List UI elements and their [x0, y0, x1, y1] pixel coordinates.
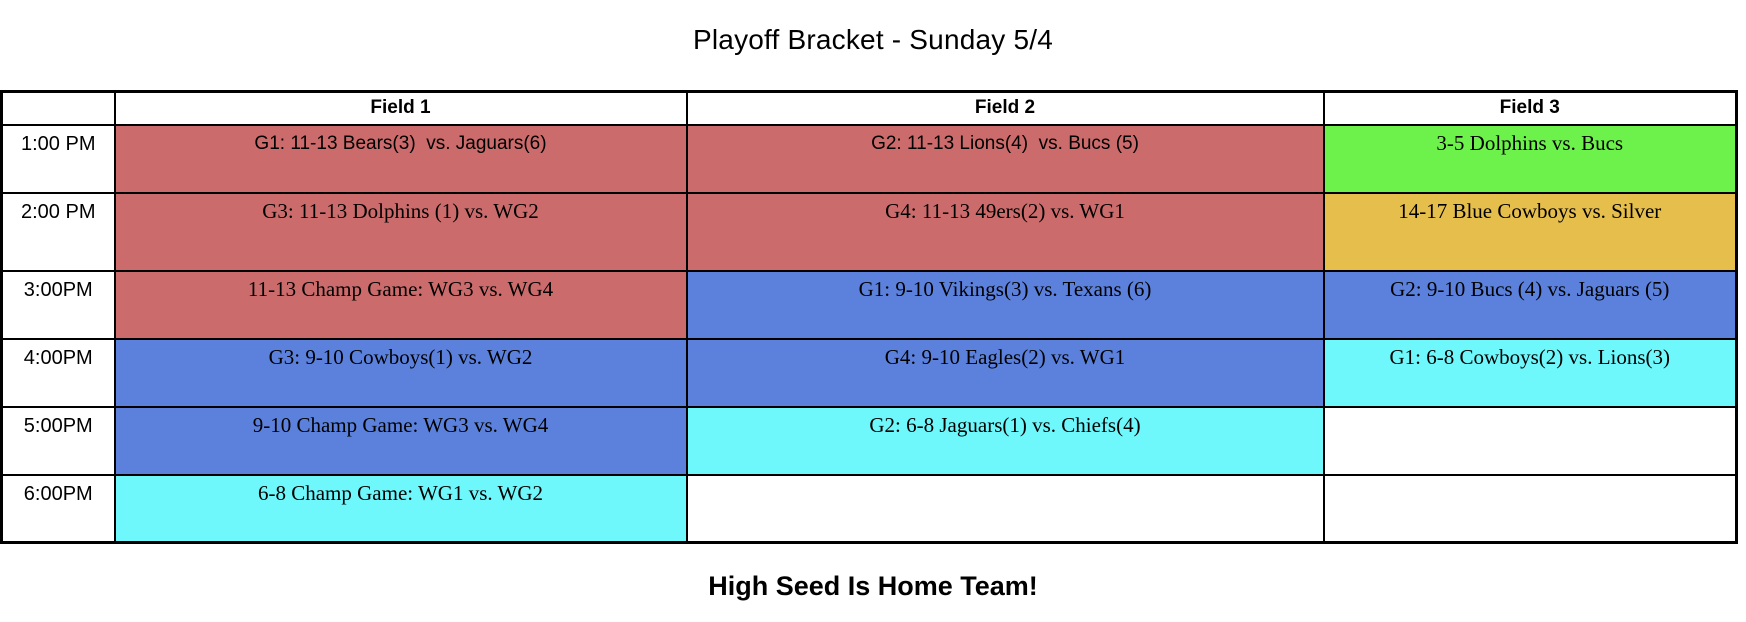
- column-header-time: [0, 90, 116, 126]
- game-cell-field2-3pm: G1: 9-10 Vikings(3) vs. Texans (6): [685, 269, 1325, 340]
- header-row: Field 1 Field 2 Field 3: [0, 90, 1738, 126]
- table-row-1pm: 1:00 PM G1: 11-13 Bears(3) vs. Jaguars(6…: [0, 123, 1738, 194]
- game-cell-field3-3pm: G2: 9-10 Bucs (4) vs. Jaguars (5): [1322, 269, 1738, 340]
- game-cell-field3-4pm: G1: 6-8 Cowboys(2) vs. Lions(3): [1322, 337, 1738, 408]
- game-cell-field3-2pm: 14-17 Blue Cowboys vs. Silver: [1322, 191, 1738, 272]
- game-cell-field2-5pm: G2: 6-8 Jaguars(1) vs. Chiefs(4): [685, 405, 1325, 476]
- table-row-6pm: 6:00PM 6-8 Champ Game: WG1 vs. WG2: [0, 473, 1738, 544]
- table-row-4pm: 4:00PM G3: 9-10 Cowboys(1) vs. WG2 G4: 9…: [0, 337, 1738, 408]
- game-cell-field3-6pm: [1322, 473, 1738, 544]
- game-cell-field1-4pm: G3: 9-10 Cowboys(1) vs. WG2: [113, 337, 688, 408]
- column-header-field-2: Field 2: [685, 90, 1325, 126]
- column-header-field-3: Field 3: [1322, 90, 1738, 126]
- game-cell-field2-2pm: G4: 11-13 49ers(2) vs. WG1: [685, 191, 1325, 272]
- table-row-3pm: 3:00PM 11-13 Champ Game: WG3 vs. WG4 G1:…: [0, 269, 1738, 340]
- game-cell-field1-3pm: 11-13 Champ Game: WG3 vs. WG4: [113, 269, 688, 340]
- page-title: Playoff Bracket - Sunday 5/4: [693, 24, 1053, 55]
- column-header-field-1: Field 1: [113, 90, 688, 126]
- footer-note: High Seed Is Home Team!: [708, 571, 1038, 601]
- game-cell-field3-5pm: [1322, 405, 1738, 476]
- game-cell-field1-6pm: 6-8 Champ Game: WG1 vs. WG2: [113, 473, 688, 544]
- time-cell-2pm: 2:00 PM: [0, 191, 116, 272]
- game-cell-field2-4pm: G4: 9-10 Eagles(2) vs. WG1: [685, 337, 1325, 408]
- time-cell-4pm: 4:00PM: [0, 337, 116, 408]
- game-cell-field2-6pm: [685, 473, 1325, 544]
- time-cell-1pm: 1:00 PM: [0, 123, 116, 194]
- time-cell-5pm: 5:00PM: [0, 405, 116, 476]
- schedule-table: Field 1 Field 2 Field 3 1:00 PM G1: 11-1…: [0, 90, 1738, 544]
- game-cell-field3-1pm: 3-5 Dolphins vs. Bucs: [1322, 123, 1738, 194]
- game-cell-field1-5pm: 9-10 Champ Game: WG3 vs. WG4: [113, 405, 688, 476]
- time-cell-3pm: 3:00PM: [0, 269, 116, 340]
- game-cell-field1-1pm: G1: 11-13 Bears(3) vs. Jaguars(6): [113, 123, 688, 194]
- table-row-5pm: 5:00PM 9-10 Champ Game: WG3 vs. WG4 G2: …: [0, 405, 1738, 476]
- game-cell-field1-2pm: G3: 11-13 Dolphins (1) vs. WG2: [113, 191, 688, 272]
- time-cell-6pm: 6:00PM: [0, 473, 116, 544]
- table-row-2pm: 2:00 PM G3: 11-13 Dolphins (1) vs. WG2 G…: [0, 191, 1738, 272]
- game-cell-field2-1pm: G2: 11-13 Lions(4) vs. Bucs (5): [685, 123, 1325, 194]
